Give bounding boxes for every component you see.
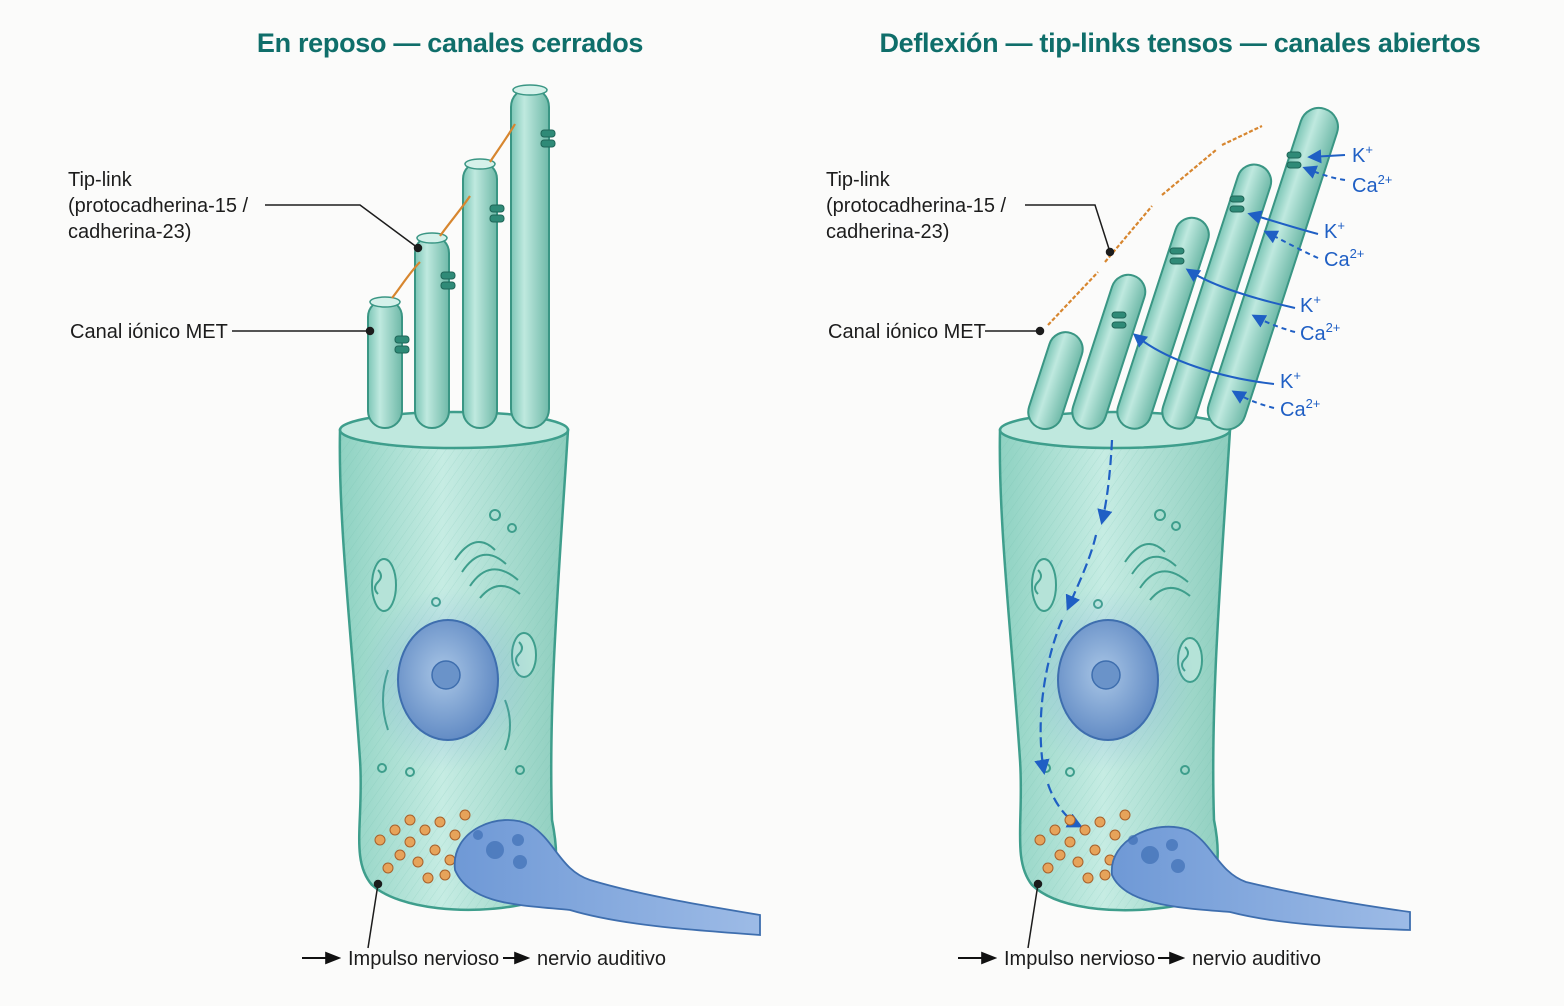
- nucleus: [362, 588, 534, 772]
- output-label-nerve: nervio auditivo: [1192, 948, 1321, 970]
- output-label-nerve: nervio auditivo: [537, 948, 666, 970]
- svg-text:K+: K+: [1324, 218, 1345, 243]
- ion-labels: K+ Ca2+ K+ Ca2+ K+ Ca2+ K+ Ca2+: [1280, 142, 1392, 421]
- svg-text:Ca2+: Ca2+: [1300, 320, 1340, 345]
- panel-title: Deflexión — tip-links tensos — canales a…: [879, 28, 1480, 58]
- synaptic-vesicles: [374, 809, 471, 884]
- tip-link-label-line2: (protocadherina-15 /: [68, 195, 249, 217]
- met-channels-open: [1111, 151, 1302, 329]
- stereocilia-bundle: [367, 84, 550, 429]
- svg-text:K+: K+: [1280, 368, 1301, 393]
- svg-text:Ca2+: Ca2+: [1324, 246, 1364, 271]
- panel-deflection: Deflexión — tip-links tensos — canales a…: [826, 28, 1481, 970]
- tip-link-label-line3: cadherina-23): [826, 221, 949, 243]
- callout-lines: [985, 204, 1115, 949]
- output-label-impulse: Impulso nervioso: [348, 948, 499, 970]
- svg-text:Ca2+: Ca2+: [1352, 172, 1392, 197]
- tip-link-label-line2: (protocadherina-15 /: [826, 195, 1007, 217]
- tip-links-relaxed: [391, 123, 516, 299]
- tip-link-label-line1: Tip-link: [68, 169, 133, 191]
- svg-text:K+: K+: [1352, 142, 1373, 167]
- nerve-terminal: [1111, 825, 1411, 931]
- ion-influx-arrows: [1132, 149, 1346, 409]
- panel-rest: En reposo — canales cerrados: [68, 28, 761, 970]
- nerve-terminal: [453, 819, 761, 936]
- met-channels-closed: [394, 129, 556, 354]
- callout-lines: [232, 204, 423, 949]
- output-label-impulse: Impulso nervioso: [1004, 948, 1155, 970]
- met-channel-label: Canal iónico MET: [828, 321, 986, 343]
- tip-link-label-line3: cadherina-23): [68, 221, 191, 243]
- tip-link-label-line1: Tip-link: [826, 169, 891, 191]
- depolarization-path: [1034, 439, 1114, 828]
- met-channel-label: Canal iónico MET: [70, 321, 228, 343]
- panel-title: En reposo — canales cerrados: [257, 28, 643, 58]
- stereocilia-bundle-deflected: [1027, 106, 1339, 431]
- nucleus: [1022, 588, 1194, 772]
- svg-text:K+: K+: [1300, 292, 1321, 317]
- svg-text:Ca2+: Ca2+: [1280, 396, 1320, 421]
